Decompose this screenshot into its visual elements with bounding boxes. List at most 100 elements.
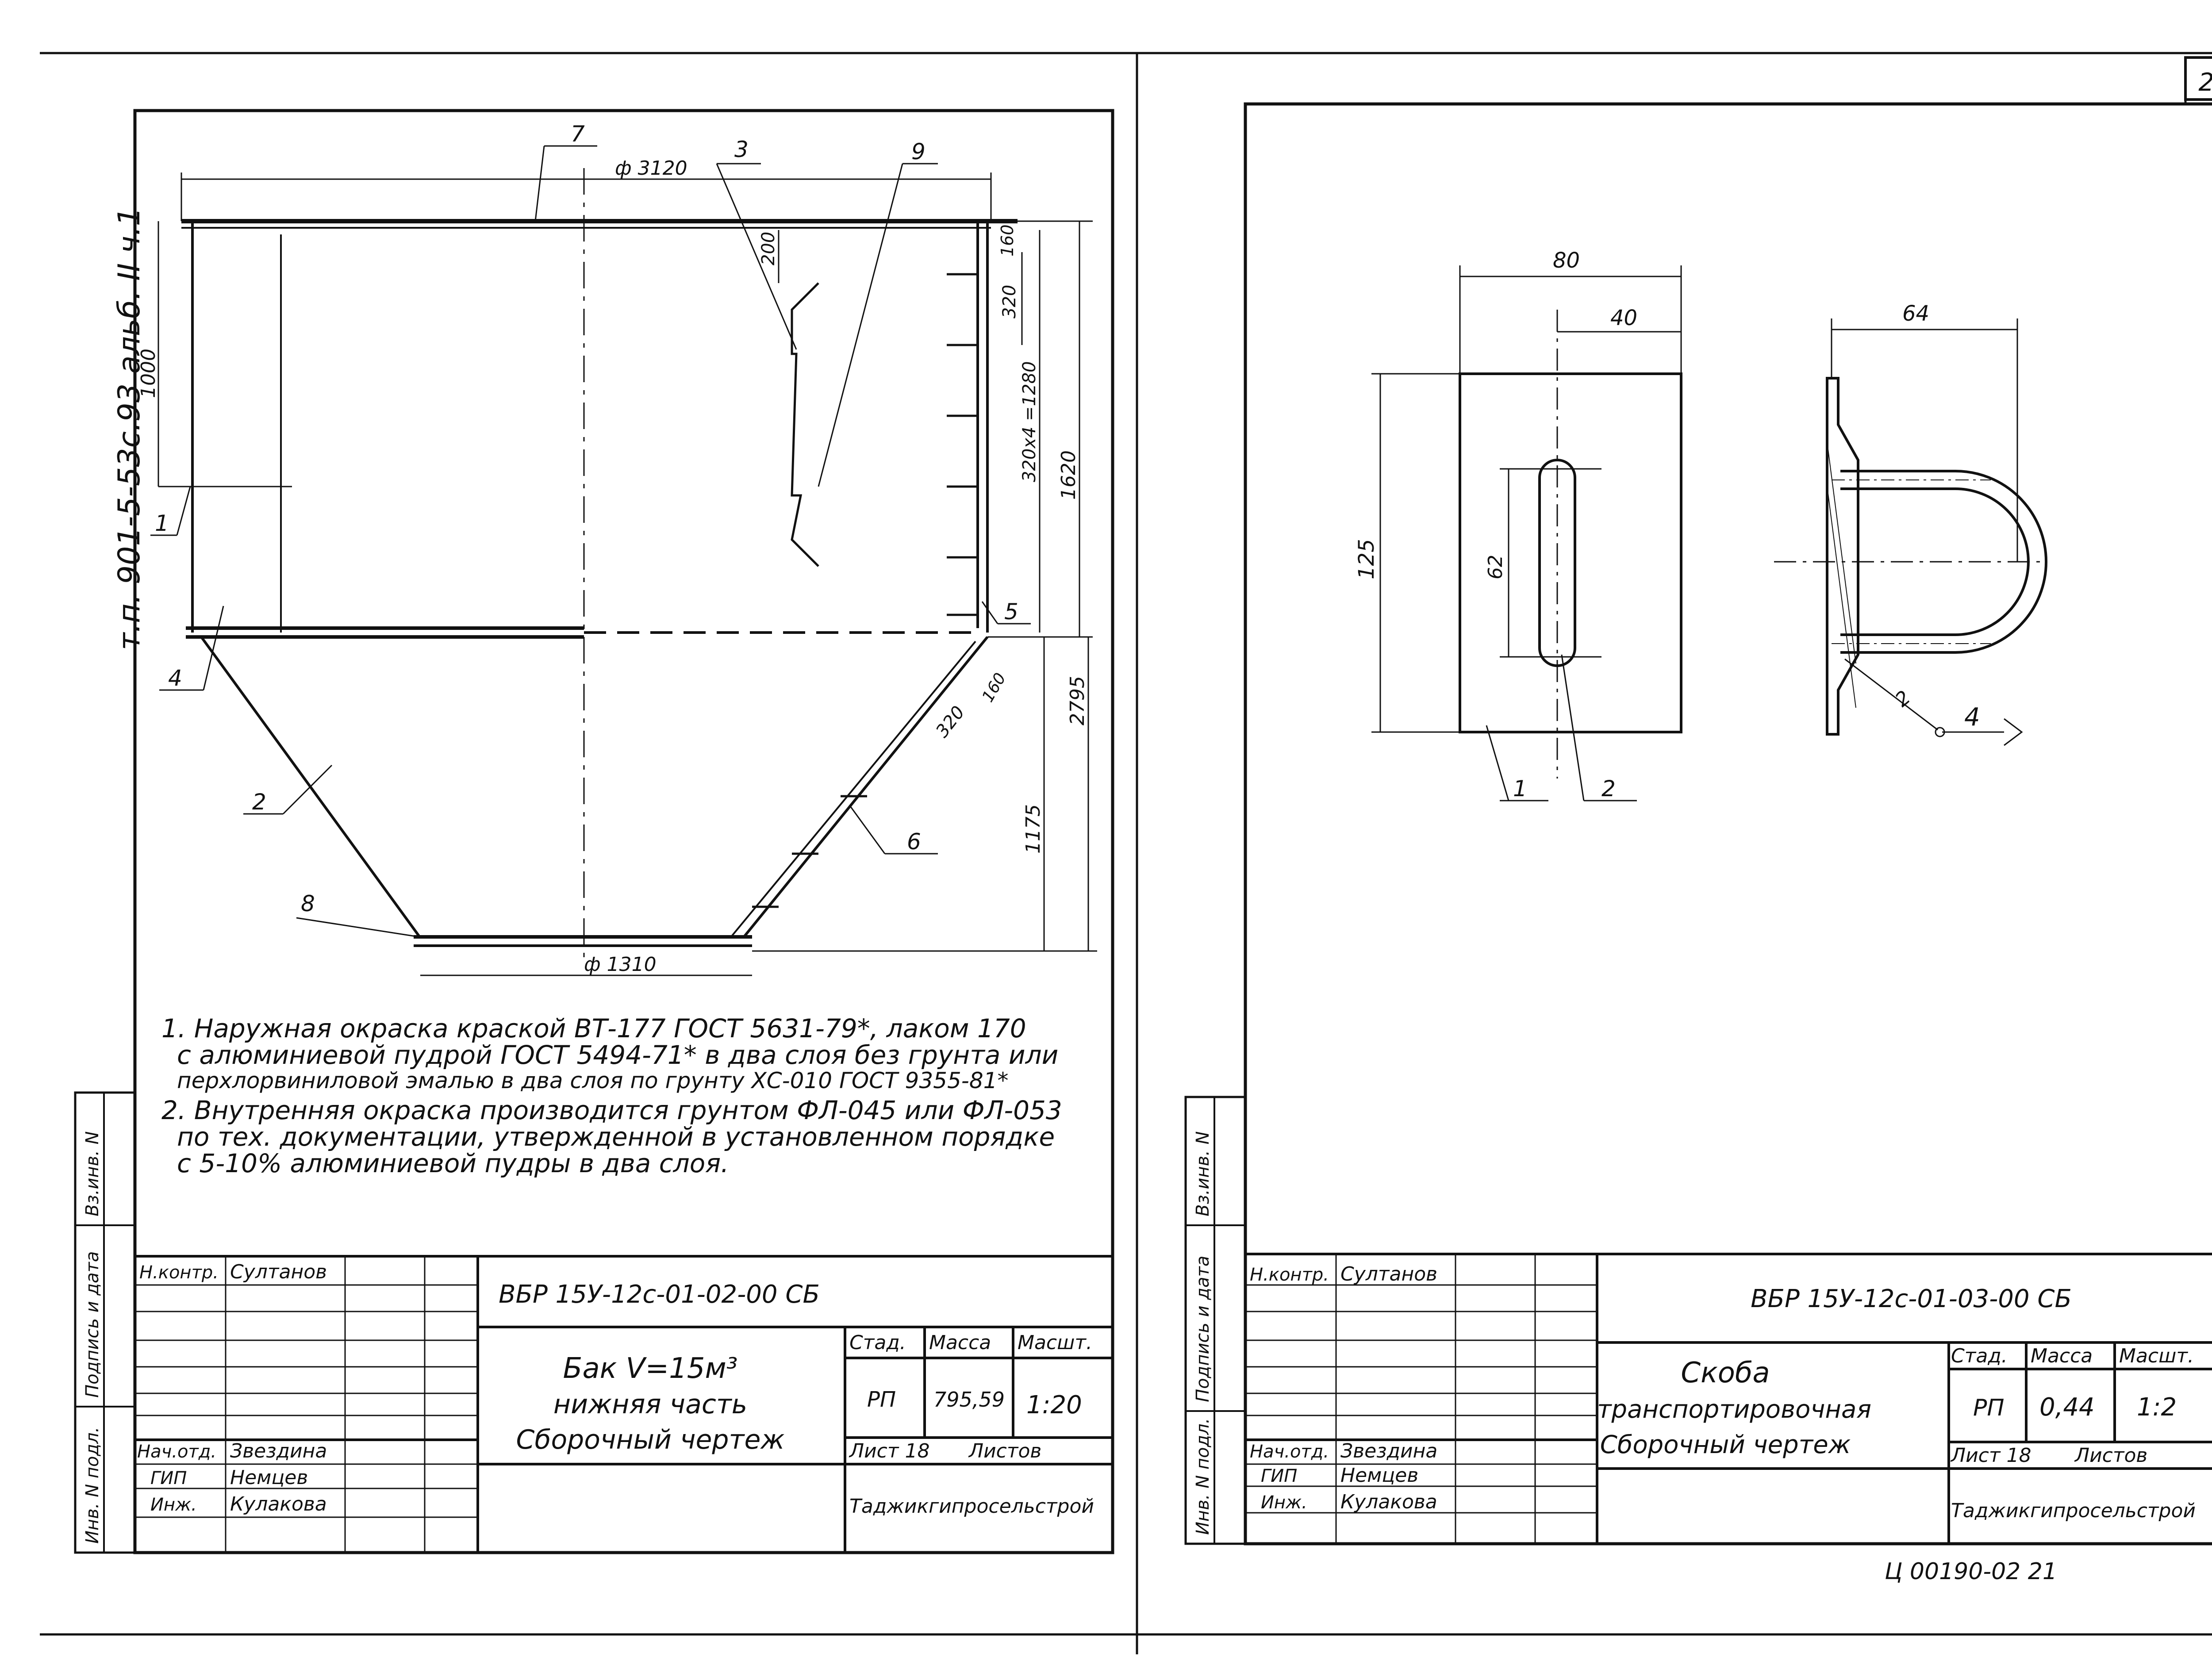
dim-125: 125 <box>1354 539 1379 579</box>
right-value-scale: 1:2 <box>2137 1393 2177 1422</box>
right-value-mass: 0,44 <box>2039 1393 2095 1422</box>
right-code: ВБР 15У-12с-01-03-00 СБ <box>1751 1285 2072 1313</box>
left-header-stage: Стад. <box>849 1331 906 1354</box>
dim-2795: 2795 <box>1066 676 1089 725</box>
right-margin-label-inv: Инв. N подл. <box>1193 1418 1213 1535</box>
tank-dimension-lines <box>157 173 1097 976</box>
note-line-1: 1. Наружная окраска краской ВТ-177 ГОСТ … <box>161 1013 1026 1043</box>
dim-1175: 1175 <box>1022 804 1045 854</box>
dim-200: 200 <box>758 232 779 265</box>
left-title-block: ВБР 15У-12с-01-02-00 СБ Бак V=15м³ нижня… <box>135 1255 1113 1553</box>
dim-1620: 1620 <box>1057 450 1080 500</box>
right-sheet: Лист 18 <box>1950 1444 2031 1467</box>
callout-3: 3 <box>734 137 749 162</box>
right-value-stage: РП <box>1973 1395 2004 1421</box>
dim-1000: 1000 <box>137 349 160 398</box>
sheet-number-box: 20 <box>2184 56 2212 101</box>
right-role-3: Инж. <box>1261 1492 1307 1513</box>
bracket-callouts: 1 2 2 4 <box>1486 654 2023 802</box>
left-code: ВБР 15У-12с-01-02-00 СБ <box>499 1280 820 1309</box>
bottom-code: Ц 00190-02 21 <box>1885 1558 2057 1585</box>
dim-320: 320 <box>999 285 1020 318</box>
note-line-6: с 5-10% алюминиевой пудры в два слоя. <box>177 1148 729 1178</box>
right-sheets: Листов <box>2074 1444 2147 1467</box>
sheet-number: 20 <box>2198 68 2212 97</box>
right-name-1: Звездина <box>1340 1440 1437 1462</box>
left-role-0: Н.контр. <box>139 1262 219 1283</box>
callout-9: 9 <box>911 139 926 165</box>
right-organization: Таджикгипросельстрой <box>1951 1500 2196 1522</box>
bracket-drawing <box>1459 310 2047 779</box>
sheet-trim-lines <box>40 52 2212 1654</box>
right-title-2: транспортировочная <box>1597 1395 1871 1424</box>
left-title-2: нижняя часть <box>553 1389 747 1420</box>
right-header-scale: Масшт. <box>2119 1345 2194 1367</box>
dim-64: 64 <box>1902 301 1929 326</box>
callout-2: 2 <box>252 789 266 815</box>
right-name-0: Султанов <box>1340 1263 1437 1285</box>
margin-label-inv: Инв. N подл. <box>82 1427 103 1544</box>
callout-4: 4 <box>168 665 182 691</box>
dim-62: 62 <box>1484 555 1507 579</box>
left-side-code: т.п. 901-5-53с.93 альб. II ч.1 <box>112 207 147 650</box>
left-name-1: Звездина <box>230 1440 327 1462</box>
left-name-2: Немцев <box>230 1466 308 1489</box>
left-name-3: Кулакова <box>230 1493 327 1515</box>
dim-bottom-diameter: ф 1310 <box>584 953 657 976</box>
dim-40: 40 <box>1610 306 1637 330</box>
callout-6: 6 <box>907 829 921 855</box>
bracket-callout-2a: 2 <box>1601 776 1616 802</box>
right-role-1: Нач.отд. <box>1250 1442 1329 1462</box>
right-margin-label-vz: Вз.инв. N <box>1193 1131 1213 1217</box>
right-header-stage: Стад. <box>1951 1345 2008 1367</box>
left-header-scale: Масшт. <box>1018 1331 1092 1354</box>
callout-1: 1 <box>155 510 169 536</box>
left-organization: Таджикгипросельстрой <box>849 1495 1094 1518</box>
bracket-callout-1: 1 <box>1513 776 1527 802</box>
left-name-0: Султанов <box>230 1261 327 1283</box>
dim-80: 80 <box>1553 248 1580 273</box>
note-line-2: с алюминиевой пудрой ГОСТ 5494-71* в два… <box>177 1040 1058 1070</box>
bracket-callout-4: 4 <box>1964 703 1980 732</box>
left-frame: Инв. N подл. Подпись и дата Вз.инв. N <box>74 109 1114 1554</box>
right-header-mass: Масса <box>2031 1345 2093 1367</box>
right-role-2: ГИП <box>1261 1466 1297 1486</box>
note-line-3: перхлорвиниловой эмалью в два слоя по гр… <box>177 1068 1008 1093</box>
left-sheets: Листов <box>968 1440 1041 1462</box>
right-frame: Инв. N подл. Подпись и дата Вз.инв. N <box>1184 100 2212 1546</box>
tank-callouts: 7 1 3 9 4 5 2 6 8 <box>150 121 1031 939</box>
bracket-callout-2b: 2 <box>1891 686 1915 711</box>
bracket-dimension-lines <box>1371 265 2018 733</box>
bracket-dimension-texts: 80 40 64 125 62 <box>1354 248 1929 579</box>
right-title-3: Сборочный чертеж <box>1600 1431 1851 1459</box>
note-line-4: 2. Внутренняя окраска производится грунт… <box>161 1095 1062 1125</box>
left-role-2: ГИП <box>150 1468 187 1488</box>
left-role-3: Инж. <box>150 1495 197 1515</box>
callout-8: 8 <box>301 891 315 917</box>
dim-160-top: 160 <box>998 224 1017 257</box>
right-title-1: Скоба <box>1681 1357 1770 1389</box>
left-value-scale: 1:20 <box>1026 1391 1082 1419</box>
dim-1280: 320х4 =1280 <box>1019 361 1040 483</box>
right-name-2: Немцев <box>1340 1464 1418 1487</box>
margin-label-vz: Вз.инв. N <box>82 1131 103 1217</box>
right-margin-label-sign: Подпись и дата <box>1193 1256 1213 1402</box>
right-title-block: ВБР 15У-12с-01-03-00 СБ Скоба транспорти… <box>1244 1093 2212 1544</box>
tank-notes: 1. Наружная окраска краской ВТ-177 ГОСТ … <box>161 1013 1062 1178</box>
right-name-3: Кулакова <box>1340 1491 1437 1513</box>
tank-drawing <box>181 168 1018 960</box>
left-header-mass: Масса <box>929 1331 991 1354</box>
left-title-3: Сборочный чертеж <box>516 1424 785 1455</box>
callout-5: 5 <box>1004 599 1018 625</box>
dim-top-diameter: ф 3120 <box>615 157 687 180</box>
dim-cone-320: 320 <box>932 702 969 741</box>
left-title-1: Бак V=15м³ <box>563 1352 738 1385</box>
tank-dimension-texts: ф 3120 ф 1310 1000 200 160 320 320х4 =12… <box>137 157 1089 976</box>
left-value-stage: РП <box>867 1387 896 1412</box>
note-line-5: по тех. документации, утвержденной в уст… <box>177 1122 1055 1152</box>
left-sheet: Лист 18 <box>849 1440 929 1462</box>
dim-cone-160: 160 <box>979 670 1010 705</box>
margin-label-sign: Подпись и дата <box>82 1251 103 1398</box>
